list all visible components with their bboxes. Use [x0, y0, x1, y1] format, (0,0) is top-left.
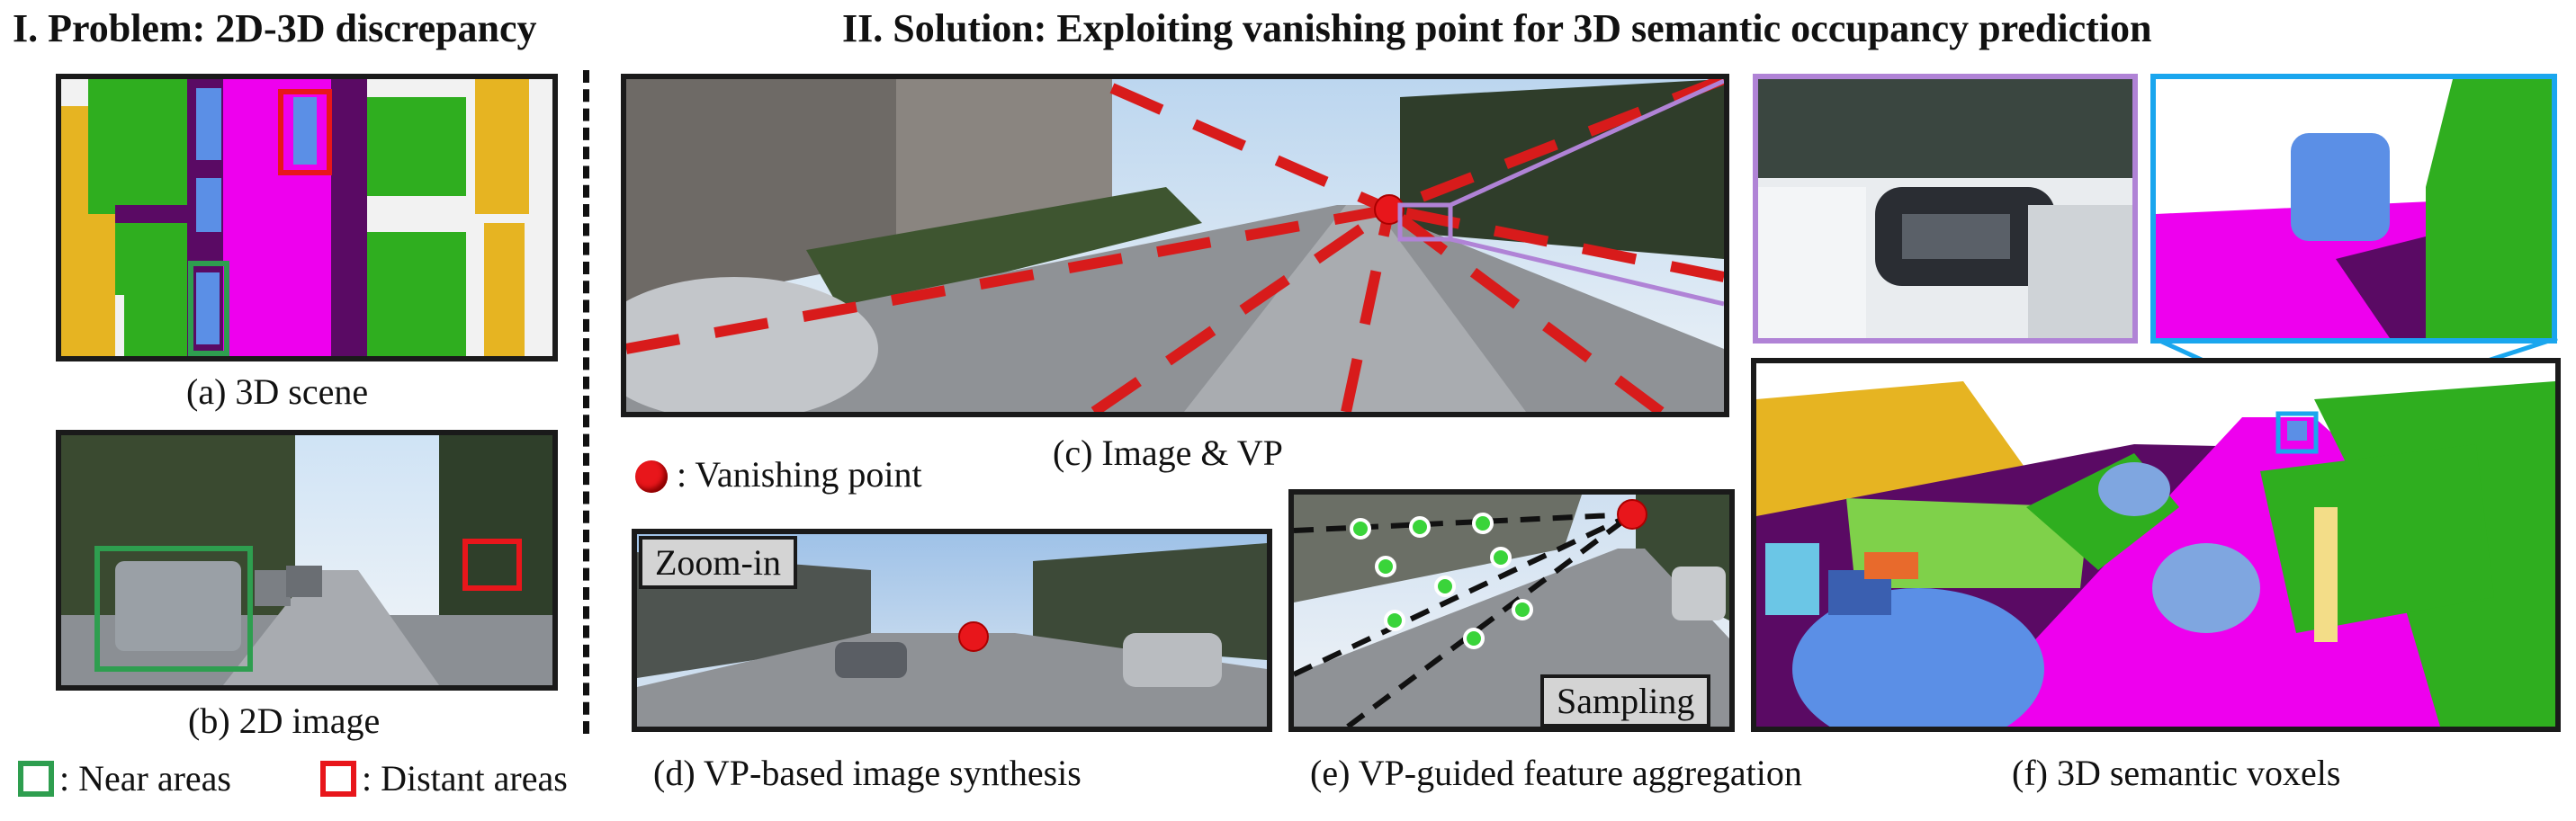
image-synthesis-panel: Zoom-in [632, 529, 1272, 732]
voxel-crop-panel [2150, 74, 2557, 344]
caption-semantic-voxels: (f) 3D semantic voxels [2012, 753, 2341, 793]
feature-aggregation-panel: Sampling [1288, 489, 1735, 732]
legend-vp-label: : Vanishing point [677, 454, 922, 495]
section-problem-title: I. Problem: 2D-3D discrepancy [13, 6, 537, 50]
caption-2d-image: (b) 2D image [188, 701, 381, 741]
caption-feature-aggregation: (e) VP-guided feature aggregation [1310, 753, 1802, 793]
zoomed-crop-panel [1753, 74, 2138, 344]
section-divider [583, 70, 589, 734]
caption-3d-scene: (a) 3D scene [186, 371, 369, 412]
near-area-swatch [18, 761, 54, 797]
caption-image-synthesis: (d) VP-based image synthesis [653, 753, 1082, 793]
legend-distant-label: : Distant areas [362, 758, 568, 799]
3d-scene-panel [56, 74, 558, 361]
image-vp-graphic [626, 79, 1724, 412]
section-solution-title: II. Solution: Exploiting vanishing point… [842, 6, 2152, 50]
zoomed-crop-graphic [1758, 79, 2132, 338]
vanishing-point-marker-icon [635, 460, 668, 493]
legend-near-label: : Near areas [59, 758, 231, 799]
semantic-voxels-graphic [1756, 363, 2555, 727]
zoom-in-tag: Zoom-in [639, 536, 797, 589]
2d-image-panel [56, 430, 558, 691]
3d-scene-graphic [61, 79, 552, 356]
caption-image-vp: (c) Image & VP [1053, 433, 1283, 473]
2d-image-graphic [61, 435, 552, 685]
image-vp-panel [621, 74, 1729, 417]
voxel-crop-graphic [2156, 79, 2552, 338]
semantic-voxels-panel [1751, 358, 2561, 732]
distant-area-swatch [320, 761, 356, 797]
sampling-tag: Sampling [1540, 674, 1711, 727]
